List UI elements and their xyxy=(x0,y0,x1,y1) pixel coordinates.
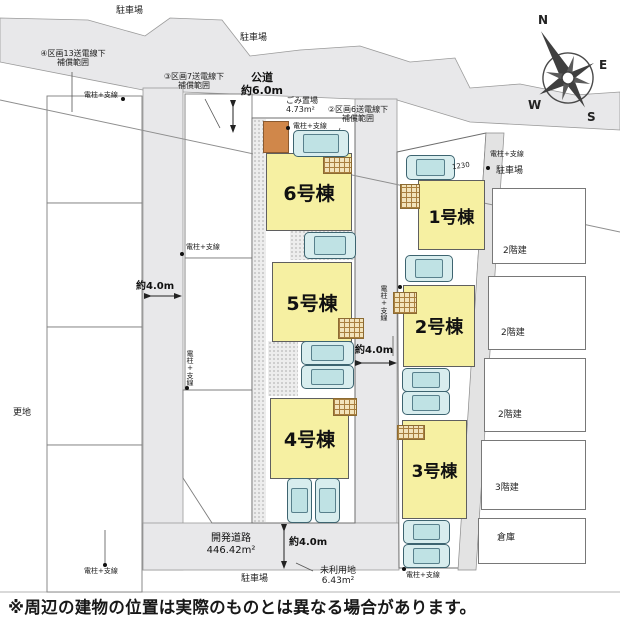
disclaimer-text: ※周辺の建物の位置は実際のものとは異なる場合があります。 xyxy=(8,598,477,617)
parking-label: 駐車場 xyxy=(116,6,144,16)
garbage-area-value: 4.73m² xyxy=(286,105,315,115)
neighbor-label: 倉庫 xyxy=(497,533,516,543)
pole-label: 電柱+支線 xyxy=(186,243,220,251)
road-width-center: 約4.0m xyxy=(355,345,394,356)
neighbor-lot xyxy=(484,358,586,432)
dev-road-area: 446.42m² xyxy=(206,544,256,556)
approach-hatch xyxy=(400,184,420,209)
unused-land-name: 未利用地 xyxy=(319,566,356,576)
car-icon xyxy=(315,478,340,523)
dev-road-name: 開発道路 xyxy=(211,533,251,544)
dev-road-center-shape xyxy=(354,98,398,524)
parking-label: 駐車場 xyxy=(496,166,524,176)
neighbor-lot xyxy=(478,518,586,564)
neighbor-label: 2階建 xyxy=(501,328,525,338)
building-2-label: 2号棟 xyxy=(414,317,464,338)
vacant-land-label: 更地 xyxy=(13,408,32,418)
pole-label: 電柱+支線 xyxy=(490,150,524,158)
building-6-label: 6号棟 xyxy=(283,182,335,205)
garbage-area xyxy=(263,121,289,153)
dev-road-label: 開発道路 446.42m² xyxy=(196,533,266,556)
easement-line: 補償範囲 xyxy=(57,58,89,68)
car-icon xyxy=(402,391,450,415)
easement-note-2: ②区画6送電線下 補償範囲 xyxy=(322,105,394,123)
pole-dot xyxy=(486,166,490,170)
car-icon xyxy=(301,341,354,365)
neighbor-strip xyxy=(182,93,271,524)
driveway-texture xyxy=(253,119,266,522)
parking-label: 駐車場 xyxy=(241,574,269,584)
compass-west-label: W xyxy=(528,98,542,112)
car-icon xyxy=(304,232,356,259)
approach-hatch xyxy=(338,318,364,339)
building-4-label: 4号棟 xyxy=(283,429,336,451)
compass-north-label: N xyxy=(538,13,549,27)
pole-label: 電柱+支線 xyxy=(380,285,389,321)
garbage-label: ごみ置場 4.73m² xyxy=(286,96,318,114)
neighbor-label: 2階建 xyxy=(503,246,527,256)
road-width-bottom: 約4.0m xyxy=(289,537,328,548)
building-1-label: 1号棟 xyxy=(428,207,475,228)
road-width-left: 約4.0m xyxy=(136,281,175,292)
neighbor-lot xyxy=(488,276,586,350)
pole-dot xyxy=(286,126,290,130)
dimension-arrows xyxy=(144,100,397,569)
pole-dot xyxy=(398,285,402,289)
building-2: 2号棟 xyxy=(403,285,475,367)
neighbor-lot xyxy=(481,440,586,510)
compass-east-label: E xyxy=(599,58,608,72)
pole-label: 電柱+支線 xyxy=(293,122,327,130)
building-3-label: 3号棟 xyxy=(411,462,458,482)
parking-label: 駐車場 xyxy=(240,33,268,43)
approach-hatch xyxy=(323,157,352,174)
car-icon xyxy=(405,255,453,282)
pole-dot xyxy=(180,252,184,256)
easement-line: ②区画6送電線下 xyxy=(327,105,389,114)
building-5: 5号棟 xyxy=(272,262,352,342)
driveway-texture xyxy=(268,341,298,396)
garbage-name: ごみ置場 xyxy=(286,96,318,105)
car-icon xyxy=(301,365,354,389)
neighbor-label: 3階建 xyxy=(495,483,519,493)
car-icon xyxy=(403,544,450,568)
unused-land-label: 未利用地 6.43m² xyxy=(310,566,366,587)
approach-hatch xyxy=(397,425,425,440)
public-road-name: 公道 xyxy=(251,71,273,84)
approach-hatch xyxy=(393,292,417,314)
neighbor-lot xyxy=(492,188,586,264)
pole-label: 電柱+支線 xyxy=(406,571,440,579)
pole-dot xyxy=(121,97,125,101)
easement-line: 補償範囲 xyxy=(178,81,210,91)
pole-dot xyxy=(185,386,189,390)
dev-road-left-shape xyxy=(142,87,184,571)
pole-label: 電柱+支線 xyxy=(84,91,118,99)
car-icon xyxy=(403,520,450,544)
pole-label: 電柱+支線 xyxy=(84,567,118,575)
public-road-width: 約6.0m xyxy=(241,83,283,97)
public-road-label: 公道 約6.0m xyxy=(236,71,288,97)
car-icon xyxy=(402,368,450,392)
building-1: 1号棟 xyxy=(418,180,485,250)
car-icon xyxy=(287,478,312,523)
vacant-lots xyxy=(46,95,143,593)
public-road-shape xyxy=(0,17,620,131)
easement-note-4: ④区画13送電線下 補償範囲 xyxy=(30,49,116,67)
building-5-label: 5号棟 xyxy=(286,292,338,315)
easement-line: ③区画7送電線下 xyxy=(163,72,225,81)
easement-line: ④区画13送電線下 xyxy=(40,49,106,58)
pole-dot xyxy=(402,567,406,571)
dev-road-bottom-shape xyxy=(142,522,400,571)
compass-south-label: S xyxy=(587,110,596,124)
unused-land-area: 6.43m² xyxy=(321,576,355,587)
car-icon xyxy=(406,155,455,180)
pole-dot xyxy=(103,563,107,567)
car-icon xyxy=(293,130,349,157)
neighbor-label: 2階建 xyxy=(498,410,522,420)
compass-rose xyxy=(539,31,594,108)
easement-line: 補償範囲 xyxy=(342,114,374,124)
pole-label: 電柱+支線 xyxy=(186,350,195,386)
approach-hatch xyxy=(333,398,357,416)
easement-note-3: ③区画7送電線下 補償範囲 xyxy=(155,72,233,90)
